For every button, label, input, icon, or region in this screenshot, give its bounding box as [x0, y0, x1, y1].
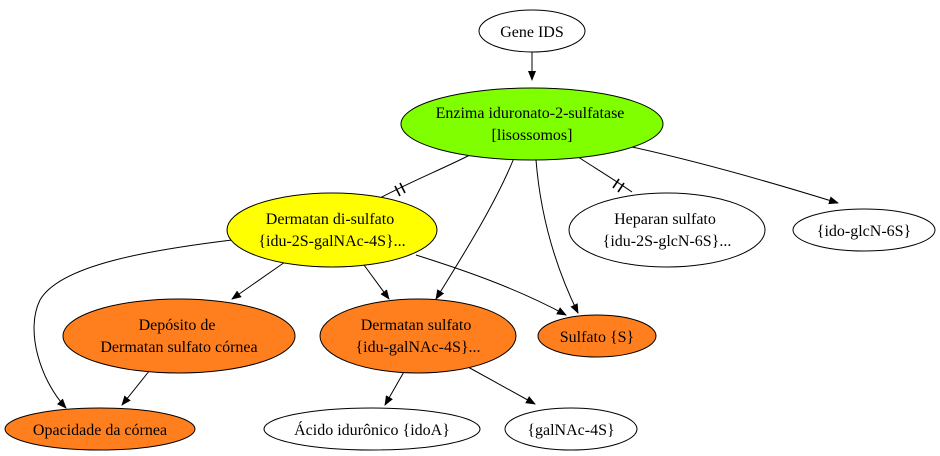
- node-dermatan-sulfato-shape: [319, 298, 517, 374]
- node-galnac-4s[interactable]: {galNAc-4S}: [504, 407, 638, 451]
- node-acido-iduronico-shape: [263, 407, 481, 451]
- nodes-layer: Gene IDS Enzima iduronato-2-sulfatase [l…: [4, 9, 936, 451]
- node-gene-ids-shape: [478, 9, 586, 53]
- inhibit-mark-dermatan-di-2: [399, 182, 406, 194]
- edge-dermatan-sulfato-to-acido: [384, 369, 406, 406]
- node-gene-ids-label: Gene IDS: [500, 24, 564, 41]
- edge-enzima-to-dermatan-sulfato: [435, 157, 515, 300]
- edge-dermatan-sulfato-to-galnac: [467, 366, 536, 405]
- edge-enzima-to-dermatan-di-inhibit: [379, 154, 471, 199]
- inhibit-mark-heparan: [612, 178, 620, 189]
- node-sulfato[interactable]: Sulfato {S}: [537, 314, 657, 358]
- node-deposito-label: Depósito de Dermatan sulfato córnea: [100, 317, 257, 356]
- node-heparan-sulfato[interactable]: Heparan sulfato {idu-2S-glcN-6S}...: [568, 192, 766, 268]
- edge-enzima-to-sulfato: [535, 159, 579, 314]
- node-ido-glcn-6s-shape: [792, 208, 936, 252]
- node-dermatan-di-sulfato[interactable]: Dermatan di-sulfato {idu-2S-galNAc-4S}..…: [226, 192, 438, 268]
- edge-dermatan-di-to-deposito: [231, 261, 286, 300]
- edges-layer: [33, 52, 839, 409]
- node-heparan-sulfato-label: Heparan sulfato {idu-2S-glcN-6S}...: [603, 211, 732, 250]
- node-dermatan-sulfato[interactable]: Dermatan sulfato {idu-galNAc-4S}...: [319, 298, 517, 374]
- node-enzima-shape: [400, 87, 664, 161]
- node-ido-glcn-6s[interactable]: {ido-glcN-6S}: [792, 208, 936, 252]
- node-sulfato-label: Sulfato {S}: [560, 329, 634, 346]
- node-enzima[interactable]: Enzima iduronato-2-sulfatase [lisossomos…: [400, 87, 664, 161]
- node-galnac-4s-shape: [504, 407, 638, 451]
- edge-dermatan-di-to-sulfato: [415, 254, 567, 316]
- node-dermatan-sulfato-label: Dermatan sulfato {idu-galNAc-4S}...: [355, 317, 480, 356]
- node-opacidade-label: Opacidade da córnea: [33, 422, 167, 439]
- edge-enzima-to-heparan-inhibit: [574, 154, 633, 193]
- inhibit-mark-dermatan-di: [394, 185, 401, 197]
- node-opacidade-shape: [4, 407, 196, 451]
- node-galnac-4s-label: {galNAc-4S}: [527, 422, 614, 439]
- node-dermatan-di-sulfato-label: Dermatan di-sulfato {idu-2S-galNAc-4S}..…: [258, 211, 405, 250]
- node-sulfato-shape: [537, 314, 657, 358]
- edge-dermatan-di-to-dermatan-sulfato: [363, 264, 390, 300]
- node-dermatan-di-sulfato-shape: [226, 192, 438, 268]
- node-acido-iduronico[interactable]: Ácido idurônico {idoA}: [263, 407, 481, 451]
- node-enzima-label: Enzima iduronato-2-sulfatase [lisossomos…: [436, 105, 629, 144]
- edge-deposito-to-opacidade: [121, 369, 151, 406]
- node-opacidade[interactable]: Opacidade da córnea: [4, 407, 196, 451]
- node-gene-ids[interactable]: Gene IDS: [478, 9, 586, 53]
- edge-dermatan-di-to-opacidade: [33, 239, 233, 409]
- node-ido-glcn-6s-label: {ido-glcN-6S}: [817, 223, 911, 240]
- edge-enzima-to-ido-glcn: [631, 146, 839, 205]
- node-acido-iduronico-label: Ácido idurônico {idoA}: [294, 420, 450, 439]
- node-heparan-sulfato-shape: [568, 192, 766, 268]
- node-deposito[interactable]: Depósito de Dermatan sulfato córnea: [62, 298, 296, 374]
- inhibit-mark-heparan-2: [617, 182, 625, 193]
- node-deposito-shape: [62, 298, 296, 374]
